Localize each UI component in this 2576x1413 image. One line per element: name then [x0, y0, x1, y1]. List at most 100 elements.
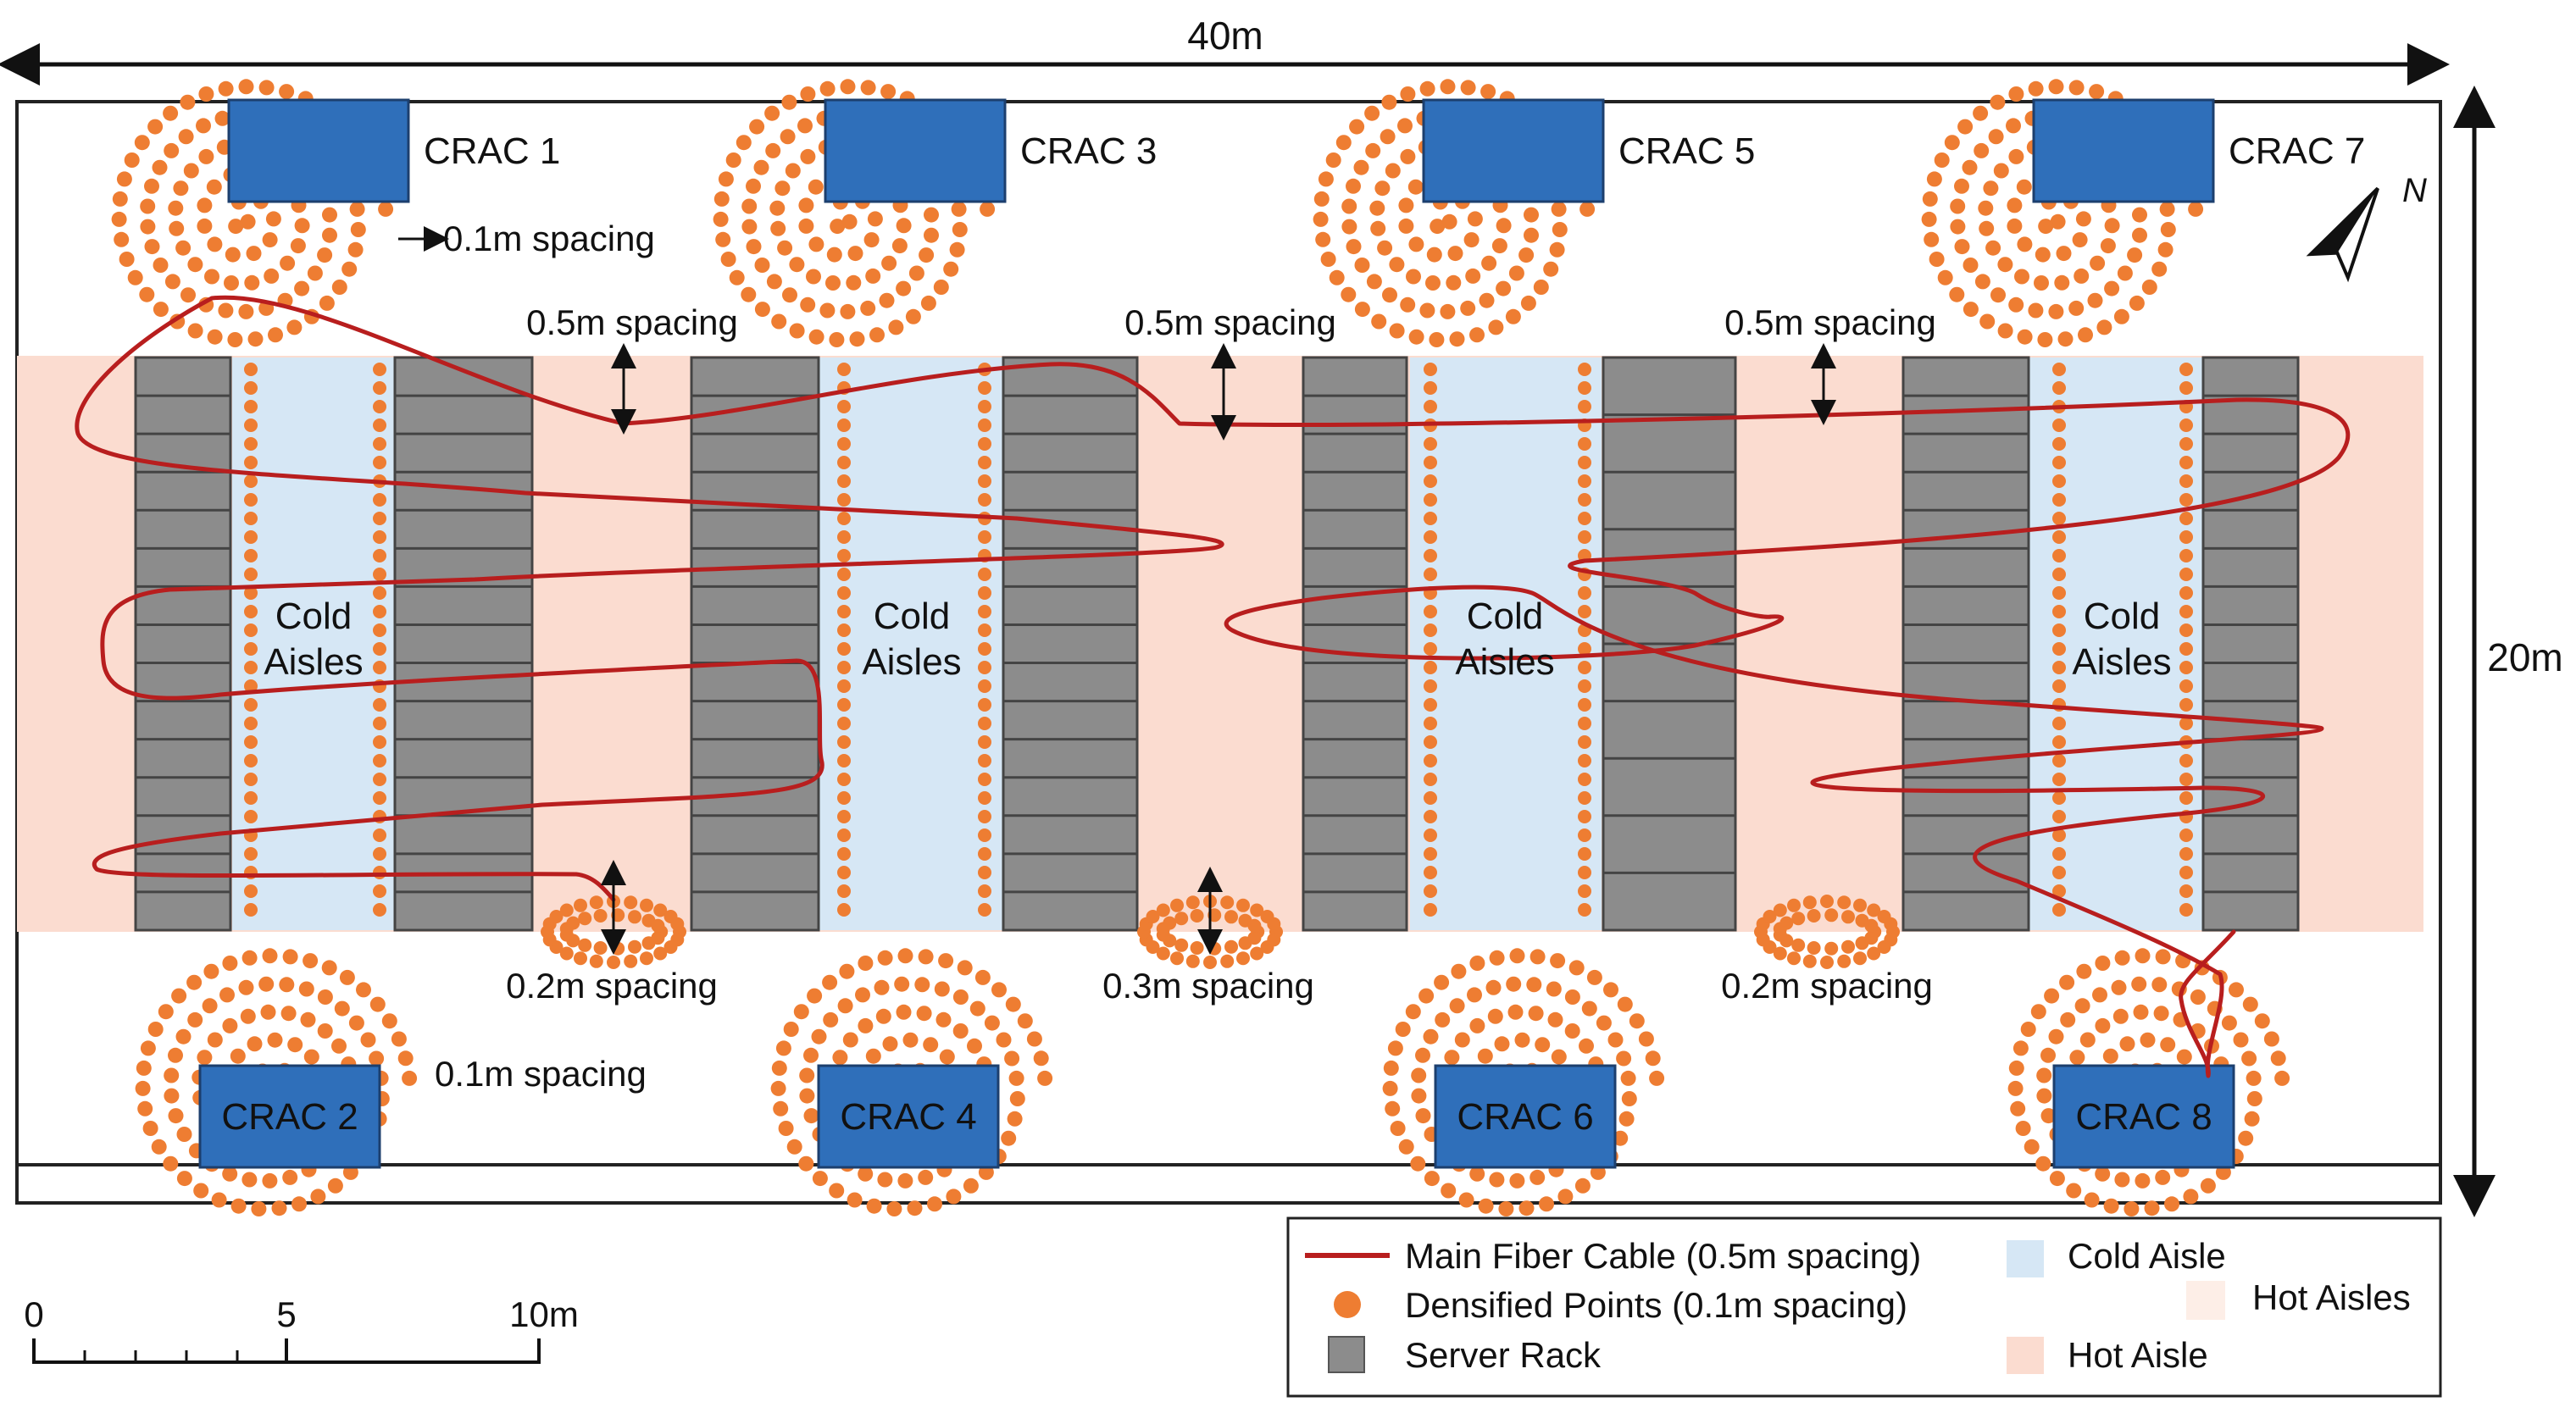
densified-point: [1485, 979, 1502, 995]
densified-point: [244, 847, 258, 861]
densified-point: [1616, 1050, 1632, 1067]
densified-point: [1398, 197, 1414, 213]
densified-point: [2016, 179, 2032, 195]
densified-point: [1505, 308, 1521, 324]
densified-point: [280, 1006, 297, 1022]
densified-point: [946, 1189, 962, 1205]
crac-unit-label: CRAC 3: [1020, 130, 1157, 172]
densified-point: [2274, 1070, 2290, 1086]
densified-point: [736, 135, 752, 151]
densified-point: [1791, 912, 1806, 926]
densified-point: [840, 303, 856, 319]
densified-point: [1315, 231, 1331, 247]
densified-point: [578, 912, 592, 926]
densified-point: [1454, 1032, 1470, 1048]
densified-point: [978, 493, 991, 507]
densified-point: [153, 302, 169, 318]
densified-point: [829, 332, 845, 347]
densified-point: [224, 275, 239, 291]
densified-point: [2179, 530, 2193, 544]
densified-point: [2135, 1172, 2151, 1189]
densified-point: [140, 198, 156, 214]
densified-point: [251, 1201, 267, 1216]
densified-point: [298, 981, 314, 997]
densified-point: [720, 252, 736, 267]
densified-point: [317, 989, 333, 1005]
densified-point: [855, 987, 870, 1003]
densified-point: [1424, 605, 1437, 618]
densified-point: [164, 1067, 180, 1083]
densified-point: [1578, 773, 1591, 786]
densified-point: [1400, 86, 1416, 102]
densified-point: [819, 80, 836, 97]
densified-point: [373, 381, 386, 395]
densified-point: [1807, 941, 1821, 955]
densified-point: [373, 363, 386, 376]
densified-point: [996, 1032, 1012, 1048]
densified-point: [322, 227, 337, 243]
densified-point: [1638, 1031, 1654, 1047]
densified-point: [211, 1192, 227, 1208]
densified-point: [782, 287, 797, 303]
densified-point: [1415, 1108, 1431, 1124]
server-rack-column-3: [690, 356, 820, 932]
densified-point: [1578, 754, 1591, 767]
densified-point: [1578, 884, 1591, 898]
densified-point: [806, 269, 821, 285]
crac-5: CRAC 5: [1422, 98, 1755, 203]
densified-point: [373, 586, 386, 600]
densified-point: [2052, 773, 2066, 786]
densified-point: [611, 941, 625, 956]
densified-point: [2020, 1022, 2036, 1037]
densified-point: [1524, 227, 1539, 243]
crac-1: CRAC 1: [227, 98, 560, 203]
densified-point: [793, 1004, 809, 1020]
densified-point: [1773, 903, 1787, 917]
densified-point: [1990, 94, 2006, 110]
densified-point: [144, 239, 160, 255]
densified-point: [725, 152, 741, 168]
densified-point: [1974, 142, 1990, 158]
densified-point: [978, 474, 991, 488]
densified-point: [765, 142, 781, 158]
densified-point: [1578, 735, 1591, 749]
densified-point: [360, 1032, 376, 1048]
densified-point: [1156, 946, 1170, 961]
densified-point: [222, 1017, 238, 1033]
densified-point: [1320, 252, 1336, 267]
densified-point: [300, 1011, 316, 1028]
densified-point: [978, 884, 991, 898]
densified-point: [2132, 227, 2147, 243]
densified-point: [348, 1015, 364, 1031]
densified-point: [718, 171, 734, 187]
densified-point: [978, 828, 991, 842]
densified-point: [2035, 1155, 2051, 1172]
densified-point: [369, 996, 386, 1012]
densified-point-row-4: [978, 363, 991, 917]
densified-point: [589, 895, 603, 910]
densified-point: [1962, 159, 1978, 175]
densified-point: [373, 866, 386, 879]
densified-point: [1550, 953, 1566, 969]
densified-point: [373, 698, 386, 712]
densified-point: [244, 530, 258, 544]
densified-point: [2052, 884, 2066, 898]
densified-point: [2179, 773, 2193, 786]
densified-point: [1963, 302, 1979, 318]
densified-point: [2052, 456, 2066, 469]
densified-point: [978, 773, 991, 786]
densified-point: [1578, 474, 1591, 488]
densified-point: [771, 1060, 787, 1076]
densified-point: [978, 698, 991, 712]
densified-point: [2057, 331, 2074, 347]
densified-point: [2092, 987, 2107, 1003]
cold-aisle-label-1-line2: Aisles: [264, 641, 363, 683]
densified-point: [1460, 80, 1476, 96]
densified-point: [951, 201, 967, 217]
densified-point: [2127, 247, 2143, 263]
densified-point: [896, 1004, 912, 1020]
densified-point: [134, 135, 150, 151]
densified-point: [1313, 191, 1330, 207]
densified-point: [907, 1200, 923, 1216]
densified-point: [741, 286, 757, 302]
